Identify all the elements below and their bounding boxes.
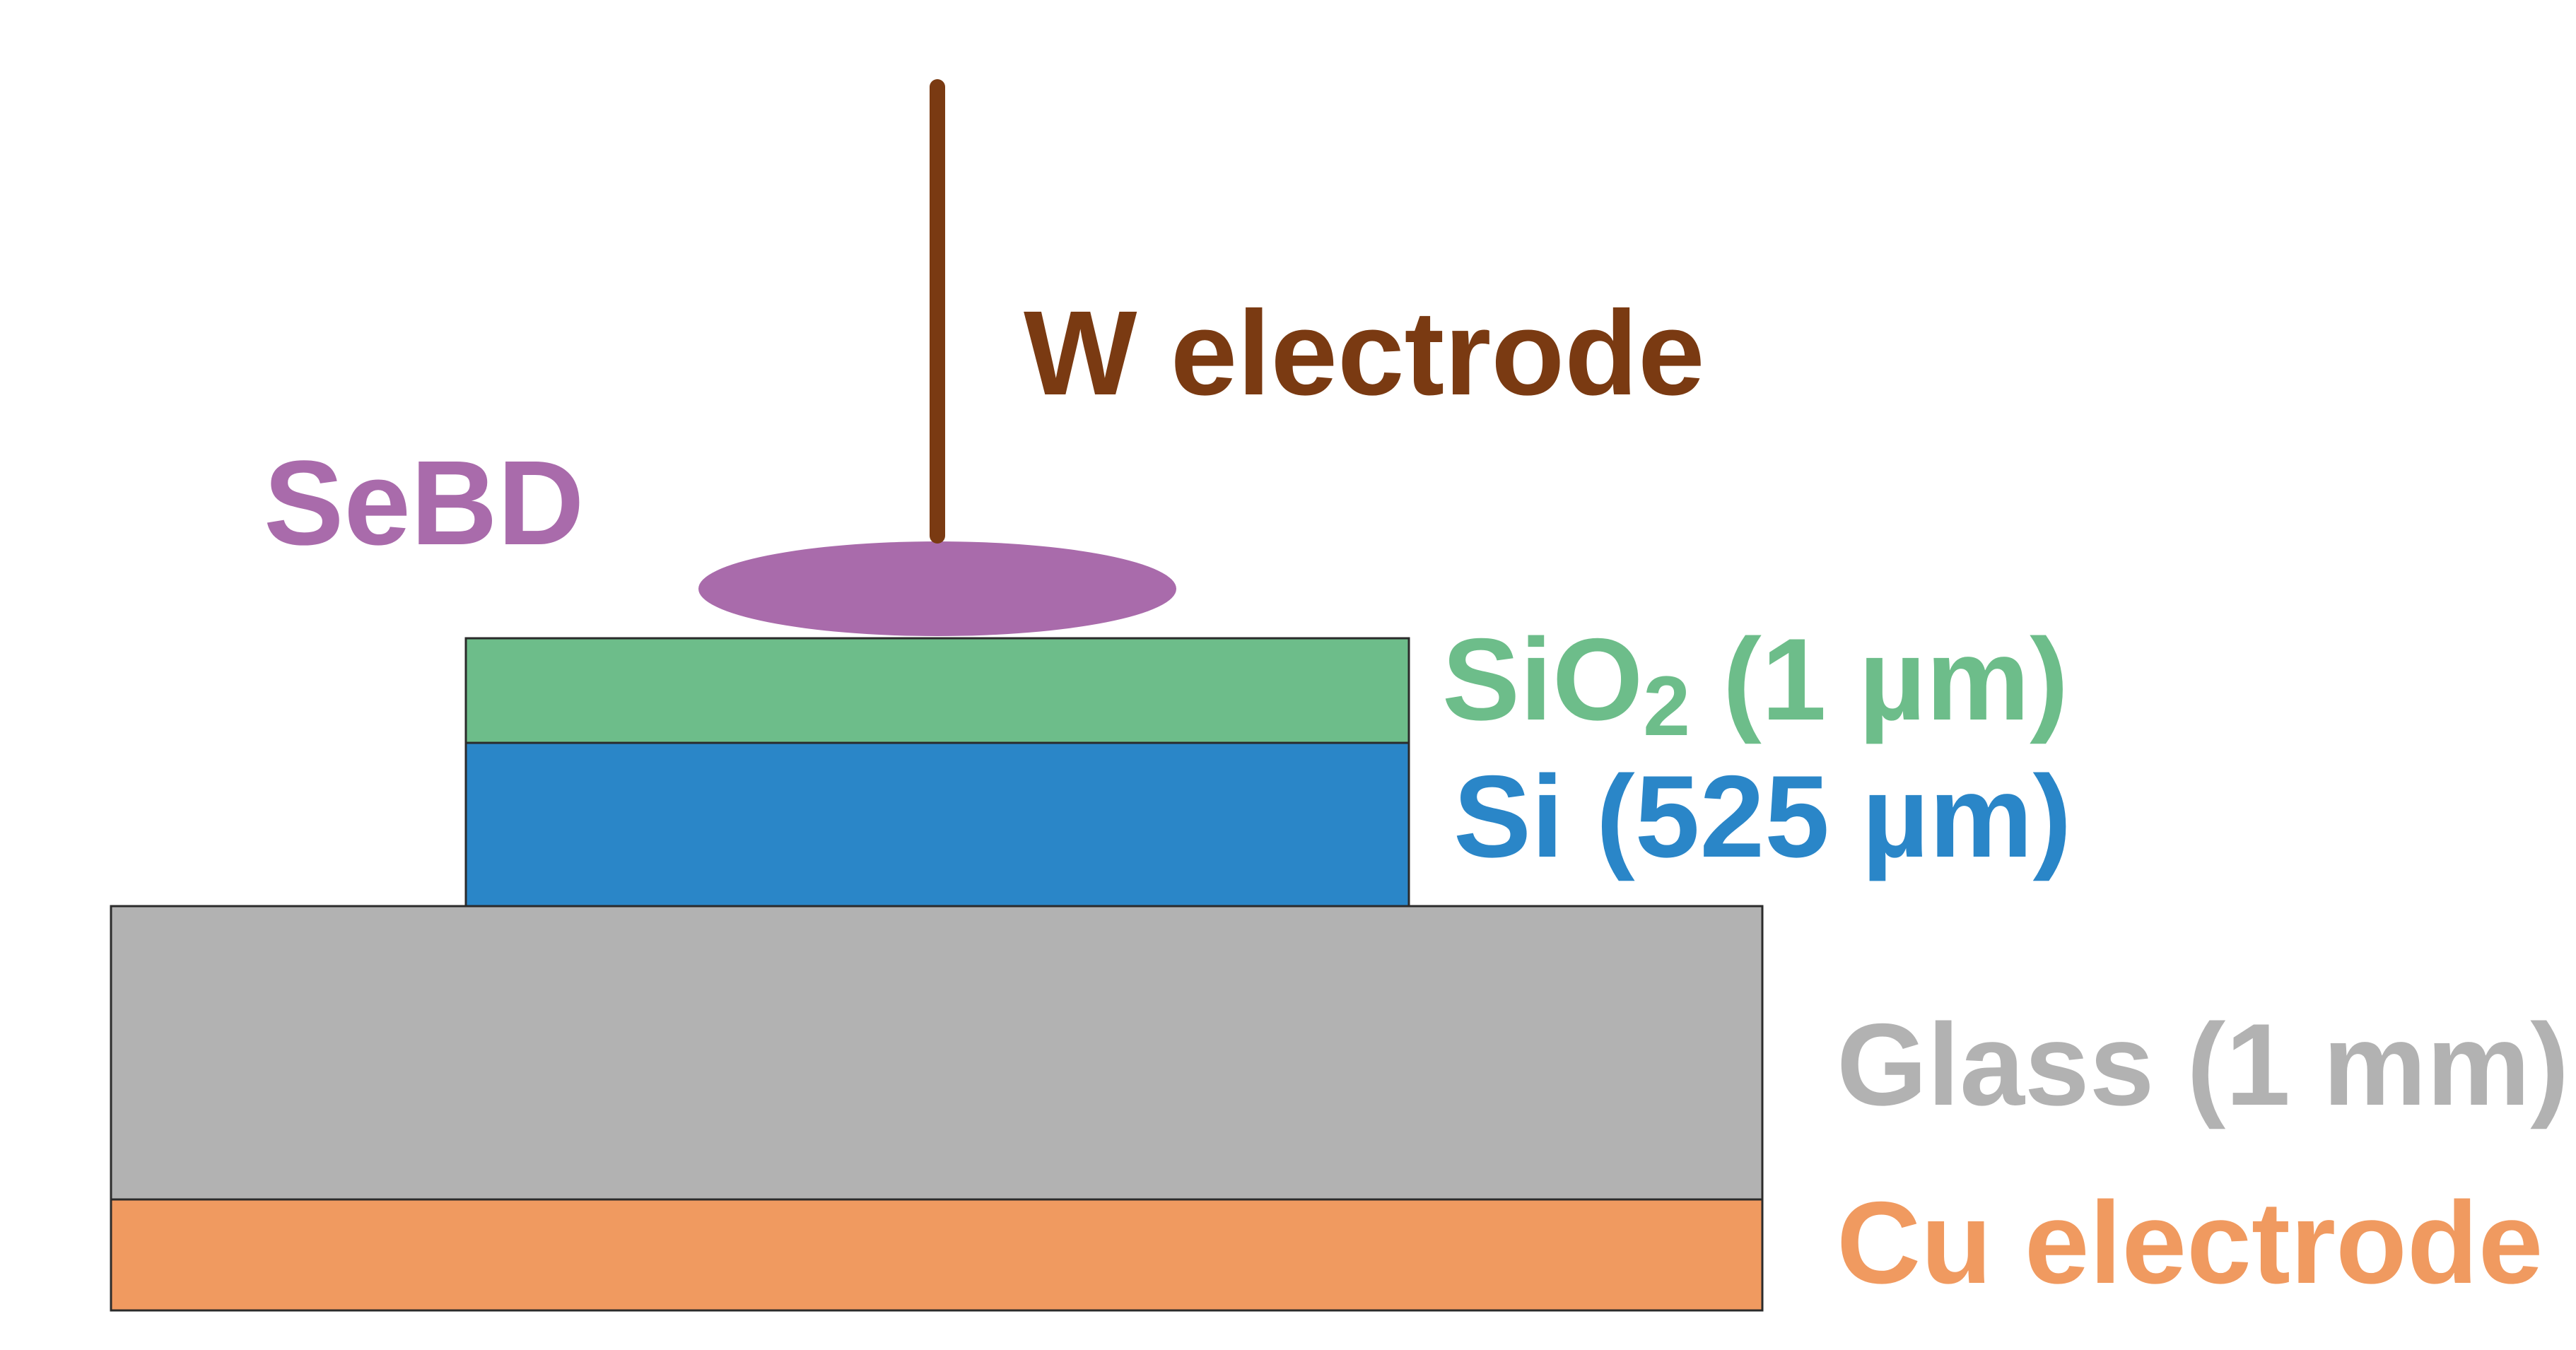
cu-electrode-label: Cu electrode: [1837, 1178, 2543, 1308]
si-layer: [464, 741, 1410, 908]
sebd-label: SeBD: [264, 436, 584, 570]
sebd-droplet: [698, 541, 1176, 636]
sio2-label-subscript: 2: [1643, 659, 1690, 753]
glass-layer: [110, 905, 1764, 1201]
glass-label: Glass (1 mm): [1837, 999, 2569, 1129]
w-electrode-label: W electrode: [1024, 286, 1705, 421]
si-label: Si (525 µm): [1453, 751, 2072, 881]
sio2-label: SiO2 (1 µm): [1442, 614, 2068, 753]
sio2-label-base: SiO: [1442, 614, 1643, 744]
cu-electrode-layer: [110, 1198, 1764, 1312]
sio2-layer: [464, 637, 1410, 744]
sio2-label-thickness: (1 µm): [1690, 614, 2068, 744]
